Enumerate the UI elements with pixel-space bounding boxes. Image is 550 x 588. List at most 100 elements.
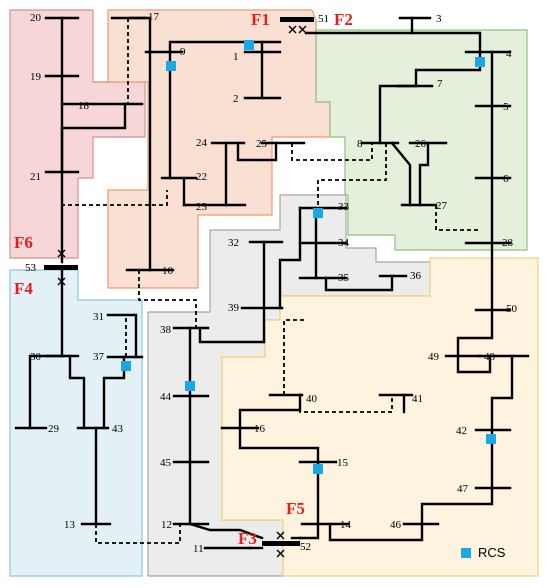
rcs-marker-4 [313, 208, 323, 218]
line-33-39 [278, 206, 302, 310]
tie-line-25-8 [291, 143, 373, 161]
rcs-marker-2 [166, 61, 176, 71]
line-24-25 [236, 141, 278, 162]
breaker-52-bottom [276, 549, 285, 558]
line-17-9 [128, 16, 152, 54]
feeder-region-f6 [9, 9, 146, 259]
feeder-label-f1: F1 [251, 10, 270, 29]
feeder-region-f2 [315, 20, 528, 251]
node-label-31: 31 [93, 311, 104, 323]
node-label-44: 44 [160, 391, 172, 403]
breaker-52-top [276, 531, 285, 540]
node-label-41: 41 [412, 393, 423, 405]
line-16-40 [238, 393, 302, 430]
node-label-20: 20 [30, 12, 42, 24]
node-label-30: 30 [30, 351, 42, 363]
line-30-29 [28, 354, 64, 430]
feeder-label-f5: F5 [286, 499, 305, 518]
node-label-43: 43 [112, 423, 124, 435]
node-label-7: 7 [437, 78, 443, 90]
tie-line-10-38 [138, 270, 197, 328]
substation-bus-51 [280, 17, 314, 22]
node-label-34: 34 [338, 237, 350, 249]
node-label-49: 49 [428, 351, 440, 363]
node-label-36: 36 [410, 270, 422, 282]
line-48-42 [490, 354, 514, 432]
node-label-37: 37 [93, 351, 105, 363]
line-49-48 [456, 354, 492, 374]
node-label-16: 16 [254, 423, 266, 435]
rcs-marker-6 [185, 381, 195, 391]
node-label-24: 24 [196, 137, 208, 149]
node-label-46: 46 [390, 519, 402, 531]
node-label-33: 33 [338, 201, 350, 213]
feeder-label-f6: F6 [14, 233, 33, 252]
node-label-6: 6 [503, 173, 509, 185]
line-52-14b [298, 522, 320, 540]
node-label-21: 21 [30, 171, 41, 183]
node-label-13: 13 [64, 519, 76, 531]
breaker-51-b [298, 25, 307, 34]
line-8-27 [390, 141, 412, 207]
node-label-17: 17 [148, 11, 160, 23]
node-label-14: 14 [340, 519, 352, 531]
node-label-2: 2 [233, 93, 239, 105]
tie-line-39-40 [283, 319, 304, 395]
line-12-52 [188, 522, 264, 540]
line-26-27 [418, 141, 430, 207]
line-46-14 [328, 522, 424, 542]
node-label-12: 12 [161, 519, 172, 531]
node-label-39: 39 [228, 302, 240, 314]
line-47-46 [420, 486, 494, 526]
legend-rcs-label: RCS [478, 545, 506, 560]
node-label-47: 47 [457, 483, 469, 495]
node-label-53: 53 [25, 262, 37, 274]
tie-line-27-28 [435, 205, 480, 231]
legend: RCS [461, 545, 506, 560]
substation-bus-53 [44, 265, 78, 270]
node-label-9: 9 [180, 46, 186, 58]
line-39-38 [198, 326, 266, 344]
line-15-16 [238, 426, 320, 464]
line-7-8 [378, 84, 418, 145]
node-label-10: 10 [162, 265, 174, 277]
breaker-51-a [288, 25, 297, 34]
line-50-49 [456, 308, 494, 358]
node-label-35: 35 [338, 272, 350, 284]
node-label-25: 25 [256, 138, 268, 150]
node-label-45: 45 [160, 457, 172, 469]
node-label-18: 18 [78, 100, 90, 112]
node-label-52: 52 [300, 541, 311, 553]
node-label-38: 38 [160, 324, 172, 336]
feeder-label-f4: F4 [14, 279, 33, 298]
node-label-29: 29 [48, 423, 60, 435]
rcs-marker-3 [475, 57, 485, 67]
node-label-3: 3 [436, 13, 442, 25]
node-label-50: 50 [506, 303, 518, 315]
feeder-label-f3: F3 [238, 529, 257, 548]
substation-bus-52 [262, 541, 300, 546]
line-21-18 [60, 102, 127, 174]
node-label-19: 19 [30, 71, 42, 83]
line-3-4 [410, 31, 482, 54]
node-label-42: 42 [456, 425, 467, 437]
substation-buses [44, 17, 314, 558]
node-label-48: 48 [484, 351, 496, 363]
node-label-28: 28 [502, 237, 514, 249]
node-label-22: 22 [196, 171, 207, 183]
node-label-51: 51 [318, 13, 329, 25]
node-label-11: 11 [193, 543, 204, 555]
tie-line-8-33 [317, 143, 387, 210]
node-label-4: 4 [506, 48, 512, 60]
line-30-43 [68, 354, 86, 430]
rcs-marker-5 [121, 361, 131, 371]
node-label-5: 5 [503, 101, 509, 113]
feeder-label-f2: F2 [334, 10, 353, 29]
node-label-27: 27 [436, 200, 448, 212]
node-label-40: 40 [306, 393, 318, 405]
node-label-15: 15 [337, 457, 349, 469]
rcs-marker-1 [244, 40, 254, 50]
